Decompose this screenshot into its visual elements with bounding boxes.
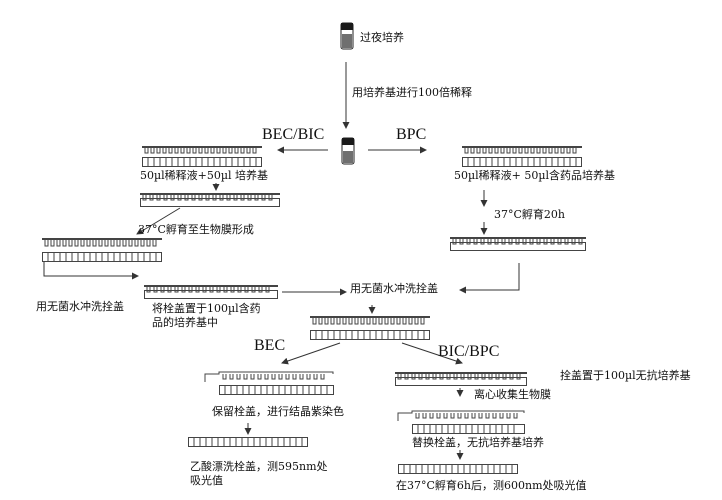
step-lid-into-drug-2: 品的培养基中 — [152, 316, 218, 329]
well-plate-icon — [142, 157, 262, 167]
recovery-plate-icon — [395, 372, 527, 386]
step-overnight-culture: 过夜培养 — [360, 31, 404, 44]
label-bpc: BPC — [396, 126, 427, 143]
label-bic-bpc: BIC/BPC — [438, 343, 500, 360]
arrow-incubate-biofilm — [136, 207, 181, 235]
arrow-left-to-lid — [43, 260, 139, 280]
inoculated-plate-icon — [140, 193, 280, 207]
well-plate-icon — [462, 157, 582, 167]
step-acetic-rinse-1: 乙酸漂洗栓盖，测595nm处 — [190, 460, 328, 473]
step-incubate-biofilm: 37°C孵育至生物膜形成 — [138, 223, 254, 236]
peg-lid-icon — [142, 146, 262, 156]
step-centrifuge: 离心收集生物膜 — [474, 388, 551, 401]
step-rinse-left: 用无菌水冲洗拴盖 — [36, 300, 124, 313]
label-bec: BEC — [254, 337, 286, 354]
stain-plate-icon — [203, 370, 335, 396]
step-replace-lid: 替换栓盖，无抗培养基培养 — [412, 436, 544, 449]
diluted-tube-icon — [341, 137, 355, 165]
culture-tube-icon — [340, 22, 354, 50]
label-bec-bic: BEC/BIC — [262, 126, 325, 143]
step-rinse-right: 用无菌水冲洗拴盖 — [350, 282, 438, 295]
step-lid-into-drug-1: 将栓盖置于100µl含药 — [152, 302, 261, 315]
step-final-incubate: 在37°C孵育6h后，测600nm处吸光值 — [396, 479, 587, 492]
step-incubate-20h: 37°C孵育20h — [494, 208, 565, 221]
replace-lid-plate-icon — [396, 409, 526, 435]
step-left-mix: 50µl稀释液+50µl 培养基 — [140, 169, 269, 182]
treated-plate-icon — [310, 316, 430, 340]
biofilm-plate-icon — [42, 238, 162, 262]
drug-plate-icon — [144, 285, 278, 299]
final-plate-icon — [398, 464, 518, 474]
arrow-right-to-lid — [459, 263, 520, 294]
step-acetic-rinse-2: 吸光值 — [190, 474, 223, 487]
peg-lid-icon — [462, 146, 582, 156]
incubated-plate-icon — [450, 237, 586, 251]
step-keep-lid-stain: 保留栓盖，进行结晶紫染色 — [212, 405, 344, 418]
arrow-to-bic-bpc — [401, 342, 463, 365]
step-right-mix: 50µl稀释液+ 50µl含药品培养基 — [454, 169, 616, 182]
read-plate-icon — [188, 437, 308, 447]
step-dilute: 用培养基进行100倍稀释 — [352, 86, 472, 99]
step-lid-into-free-medium: 拴盖置于100µl无抗培养基 — [560, 369, 691, 382]
arrow-to-bec — [281, 342, 341, 365]
